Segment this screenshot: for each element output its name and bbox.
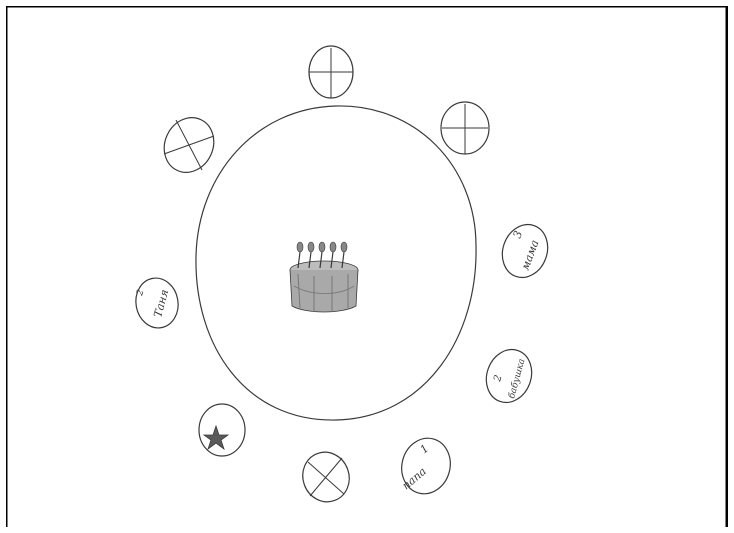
candle-flame	[308, 242, 314, 252]
paper	[6, 6, 728, 527]
candle-flame	[297, 242, 303, 252]
candle-flame	[330, 242, 336, 252]
candle-flame	[341, 242, 347, 252]
seat-crossed-upper-right	[441, 102, 489, 154]
seat-crossed-top	[309, 46, 353, 98]
candle-flame	[319, 242, 325, 252]
drawing-canvas: 3 мама 2 бабушка 1 папа 2 Т	[6, 6, 728, 527]
family-table-drawing: 3 мама 2 бабушка 1 папа 2 Т	[6, 6, 728, 527]
